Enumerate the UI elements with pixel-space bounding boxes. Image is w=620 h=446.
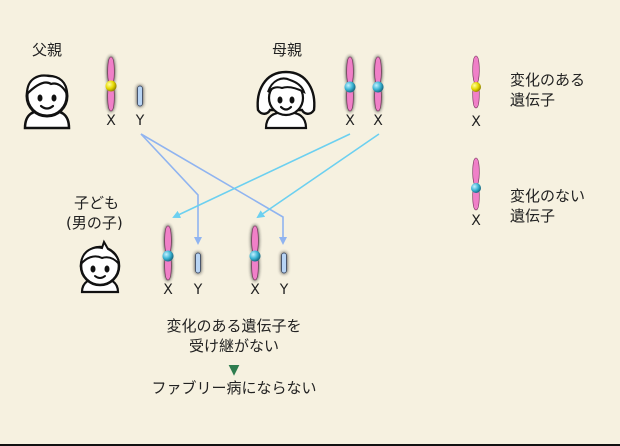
legend-normal-x-chromosome-icon	[471, 157, 481, 211]
child1-x-label: X	[163, 282, 173, 298]
conclusion-line1: 変化のある遺伝子を	[166, 317, 302, 335]
father-y-label: Y	[135, 113, 145, 129]
bottom-border	[0, 444, 620, 446]
mother-x1-to-child1-arrow	[172, 133, 351, 219]
legend-mutated-line1: 変化のある	[510, 71, 586, 89]
mother-x2-chromosome-icon	[372, 56, 384, 112]
child2-x-chromosome-icon	[249, 225, 261, 281]
child1-y-chromosome-icon	[195, 252, 202, 274]
child2-y-chromosome-icon	[281, 252, 288, 274]
mother-x1-chromosome-icon	[344, 56, 356, 112]
inheritance-arrows	[140, 133, 380, 245]
legend-normal-line1: 変化のない	[510, 187, 586, 205]
legend-normal-x-label: X	[471, 213, 481, 229]
father-y-to-child1-arrow	[140, 133, 202, 245]
father-x-chromosome-icon	[105, 56, 117, 112]
result-arrow-icon: ▼	[228, 362, 240, 378]
mother-x1-label: X	[345, 113, 355, 129]
mother-face-icon	[256, 70, 316, 130]
child1-y-label: Y	[193, 282, 203, 298]
mother-x2-label: X	[373, 113, 383, 129]
father-y-chromosome-icon	[137, 85, 144, 107]
legend-normal-line2: 遺伝子	[510, 207, 556, 225]
child2-x-label: X	[250, 282, 260, 298]
mother-title: 母親	[272, 41, 303, 59]
child-face-icon	[79, 239, 121, 294]
legend-mutated-line2: 遺伝子	[510, 91, 556, 109]
mother-x2-to-child2-arrow	[256, 133, 380, 219]
father-y-to-child2-arrow	[140, 133, 287, 245]
father-face-icon	[23, 74, 71, 130]
legend-mutated-x-label: X	[471, 114, 481, 130]
child2-y-label: Y	[279, 282, 289, 298]
conclusion-result: ファブリー病にならない	[151, 379, 317, 397]
father-x-label: X	[106, 113, 116, 129]
child-title-line1: 子ども	[74, 194, 120, 212]
legend-mutated-x-chromosome-icon	[471, 55, 481, 109]
child1-x-chromosome-icon	[162, 225, 174, 281]
father-title: 父親	[32, 41, 63, 59]
conclusion-line2: 受け継がない	[188, 337, 279, 355]
child-title-line2: (男の子)	[66, 214, 123, 232]
